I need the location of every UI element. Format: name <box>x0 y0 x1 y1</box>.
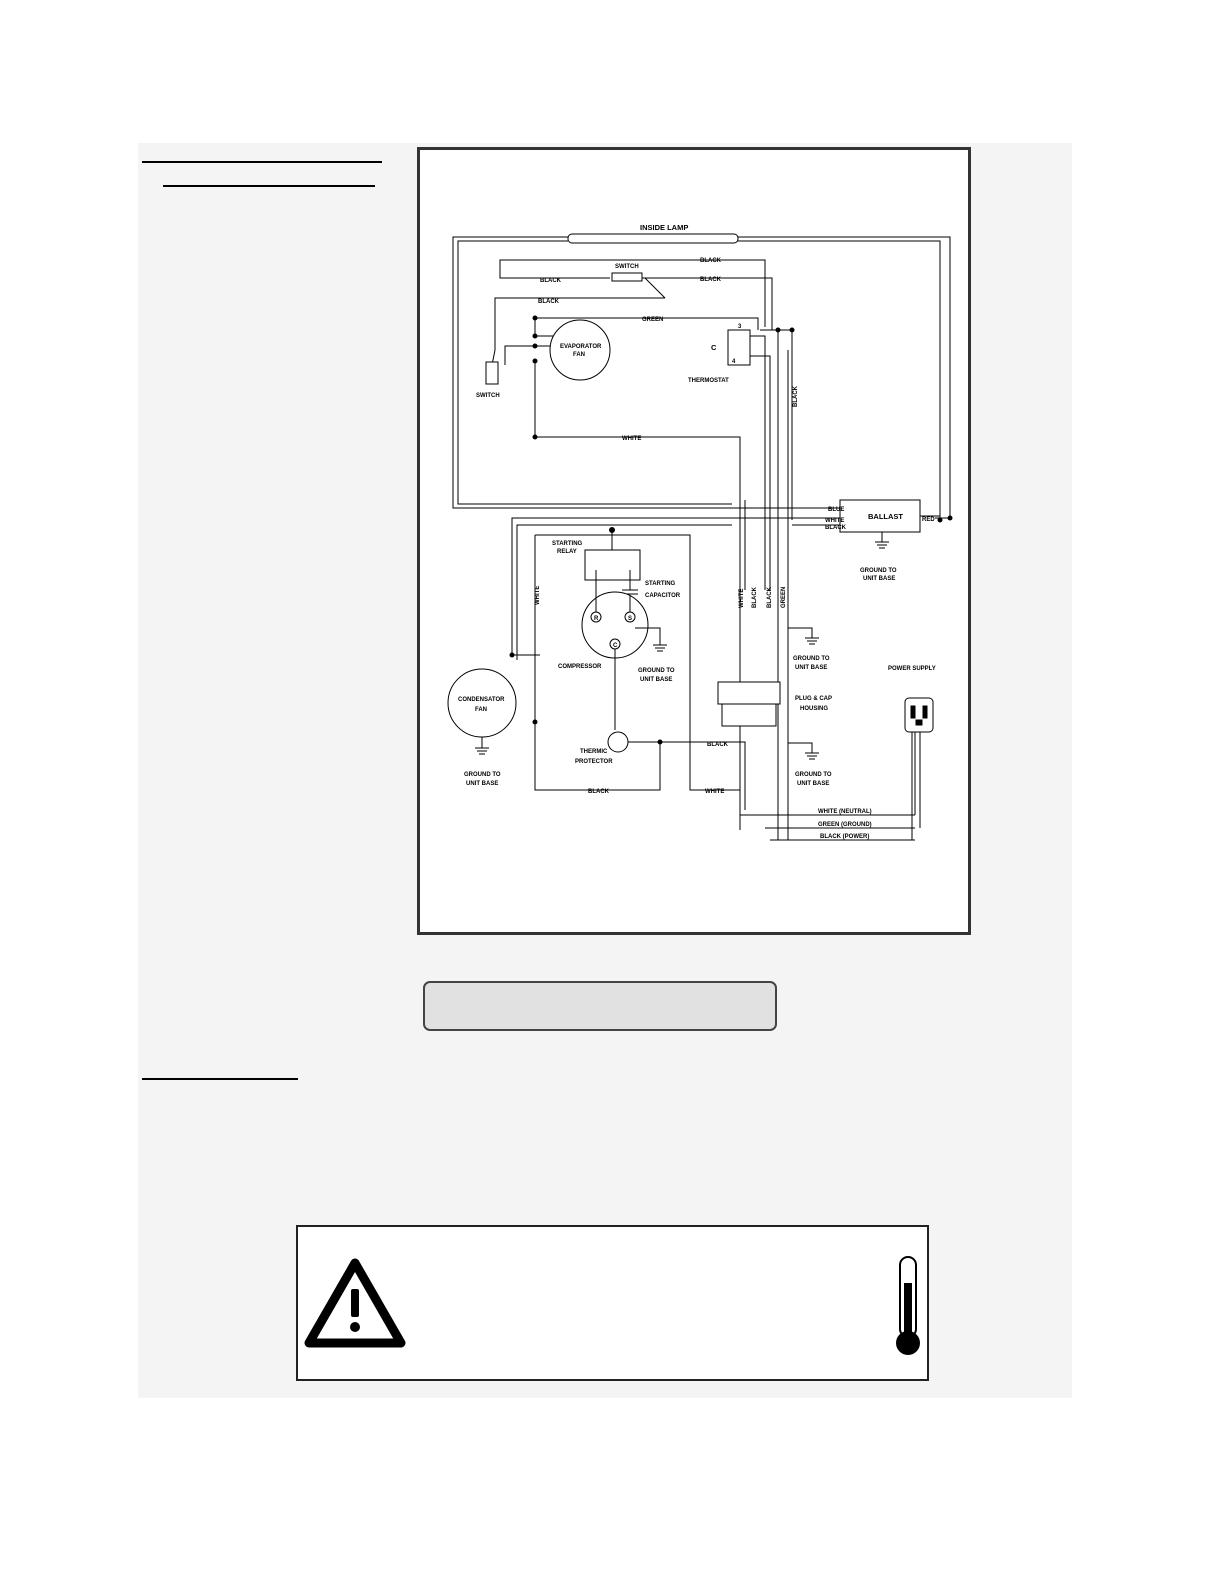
wire-therm-1 <box>750 335 766 590</box>
label-wv2: BLACK <box>752 586 758 608</box>
wire-black-tp <box>628 741 746 810</box>
wire-evap-left2 <box>504 345 560 365</box>
wiring-diagram: INSIDE LAMP SWITCH BLACK BLACK BLACK BLA… <box>417 147 971 935</box>
ballast-body <box>839 499 921 533</box>
label-wv3: BLACK <box>767 586 773 608</box>
label-black-2: BLACK <box>700 258 722 264</box>
section-rule <box>142 1078 298 1080</box>
heading-rule-1 <box>142 161 382 163</box>
label-wv1: WHITE <box>739 589 745 608</box>
inside-lamp-tube <box>567 233 739 244</box>
label-thermic-2: PROTECTOR <box>575 759 613 765</box>
label-thermostat: THERMOSTAT <box>688 378 729 384</box>
label-white-neutral: WHITE (NEUTRAL) <box>818 809 872 815</box>
wire-outer-2 <box>457 240 732 505</box>
label-green-1: GREEN <box>642 317 663 323</box>
label-ground-low-1: GROUND TO <box>795 772 832 778</box>
label-cond-fan-2: FAN <box>475 707 487 713</box>
label-white-h: WHITE <box>622 436 641 442</box>
wire-lamp-right2 <box>737 240 941 520</box>
label-ground-comp-2: UNIT BASE <box>640 677 672 683</box>
wire-switch-diag <box>644 277 666 299</box>
label-starting-relay-2: RELAY <box>557 549 577 555</box>
wire-lamp-right <box>737 236 951 519</box>
label-switch-left: SWITCH <box>476 393 500 399</box>
warning-triangle-icon <box>304 1258 406 1348</box>
switch-top-body <box>611 272 643 282</box>
condensator-fan <box>447 668 517 738</box>
thermic-protector <box>607 731 629 753</box>
starting-relay <box>584 549 641 581</box>
label-ground-mid-2: UNIT BASE <box>795 665 827 671</box>
label-ground-ballast-1: GROUND TO <box>860 568 897 574</box>
wire-green <box>535 317 759 330</box>
label-term-r: R <box>594 616 599 622</box>
label-term-c2: C <box>613 643 618 649</box>
label-black-b: BLACK <box>825 525 847 531</box>
label-switch-top: SWITCH <box>615 264 639 270</box>
diagram-caption-box <box>423 981 777 1031</box>
label-wv4: GREEN <box>781 587 787 608</box>
switch-left-body <box>485 361 499 385</box>
label-ground-low-2: UNIT BASE <box>797 781 829 787</box>
label-starting-cap-1: STARTING <box>645 581 676 587</box>
wire-black-2 <box>632 277 773 330</box>
label-ground-comp-1: GROUND TO <box>638 668 675 674</box>
label-ground-cond-2: UNIT BASE <box>466 781 498 787</box>
wire-white-left <box>511 517 732 656</box>
wire-black-3 <box>491 297 665 366</box>
label-black-power: BLACK (POWER) <box>820 834 869 840</box>
label-white-bottom: WHITE <box>705 789 724 795</box>
label-evap-fan-2: FAN <box>573 352 585 358</box>
heading-rule-2 <box>163 185 375 187</box>
label-plug-cap-2: HOUSING <box>800 706 828 712</box>
label-starting-cap-2: CAPACITOR <box>645 593 681 599</box>
label-power-supply: POWER SUPPLY <box>888 666 936 672</box>
label-black-vert: BLACK <box>793 385 799 407</box>
power-supply-plug <box>904 697 934 733</box>
label-black-3: BLACK <box>700 277 722 283</box>
label-black-bottom: BLACK <box>588 789 610 795</box>
label-plug-cap-1: PLUG & CAP <box>795 696 832 702</box>
label-black-4: BLACK <box>538 299 560 305</box>
wire-relay-right <box>535 534 691 790</box>
wire-white-left2 <box>516 524 732 660</box>
label-starting-relay-1: STARTING <box>552 541 583 547</box>
evaporator-fan <box>549 319 611 381</box>
label-ground-mid-1: GROUND TO <box>793 656 830 662</box>
label-term-4: 4 <box>732 359 736 365</box>
label-white-v-left: WHITE <box>535 586 541 605</box>
label-ground-ballast-2: UNIT BASE <box>863 576 895 582</box>
label-cond-fan-1: CONDENSATOR <box>458 697 505 703</box>
wire-switch-top <box>499 259 766 327</box>
label-black-tp: BLACK <box>707 742 729 748</box>
label-black-1: BLACK <box>540 278 562 284</box>
label-red: RED <box>922 517 935 523</box>
label-ballast: BALLAST <box>868 512 903 521</box>
label-term-s: S <box>628 616 632 622</box>
label-term-3: 3 <box>738 324 742 330</box>
wire-outer-1 <box>452 236 732 509</box>
label-evap-fan-1: EVAPORATOR <box>560 344 602 350</box>
label-blue: BLUE <box>828 507 844 513</box>
plug-cap-housing <box>717 681 781 705</box>
warning-box <box>296 1225 929 1381</box>
wire-evap-white <box>534 361 741 830</box>
thermostat-body <box>727 329 751 366</box>
wire-therm-2 <box>750 355 771 590</box>
label-term-c: C <box>711 343 717 352</box>
label-green-ground: GREEN (GROUND) <box>818 822 872 828</box>
label-compressor: COMPRESSOR <box>558 664 602 670</box>
wiring-diagram-svg: INSIDE LAMP SWITCH BLACK BLACK BLACK BLA… <box>447 223 953 841</box>
label-ground-cond-1: GROUND TO <box>464 772 501 778</box>
label-white-b: WHITE <box>825 518 844 524</box>
thermometer-icon <box>896 1256 920 1355</box>
label-thermic-1: THERMIC <box>580 749 608 755</box>
label-inside-lamp: INSIDE LAMP <box>640 223 688 232</box>
